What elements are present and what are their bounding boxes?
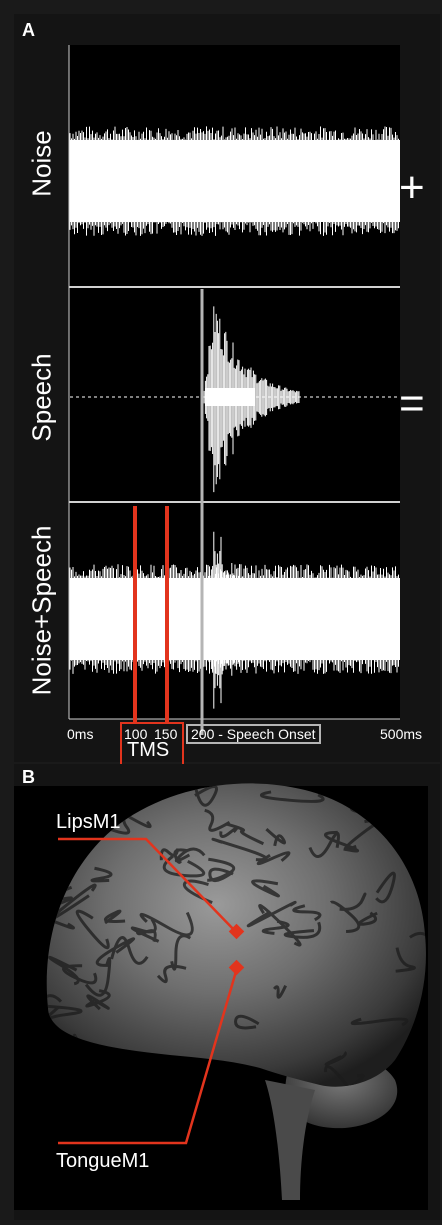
tongue-m1-label: TongueM1 <box>56 1150 150 1172</box>
speech-core <box>205 388 255 406</box>
sulcus <box>84 956 112 997</box>
brain-stem <box>265 1080 315 1200</box>
sulcus <box>357 911 378 926</box>
sulcus <box>395 947 416 973</box>
sulcus <box>234 1014 260 1030</box>
sulcus <box>246 900 297 928</box>
sulcus <box>409 931 426 972</box>
sulcus <box>219 826 239 839</box>
sulcus <box>159 848 180 861</box>
sulcus <box>46 994 63 1027</box>
mix-waveform <box>69 531 400 709</box>
sulcus <box>256 851 291 866</box>
sulcus <box>350 1017 409 1027</box>
gyri <box>46 783 426 1087</box>
sulcus <box>194 785 218 807</box>
sulcus <box>273 984 288 999</box>
sulcus <box>329 900 361 934</box>
tongue-marker <box>228 959 245 976</box>
panel-a-letter: A <box>22 20 35 40</box>
waveform-plot <box>68 45 400 735</box>
sulcus <box>46 903 75 930</box>
sulcus <box>103 909 126 925</box>
sulcus <box>62 964 98 985</box>
sulcus <box>339 892 367 911</box>
sulcus <box>130 918 160 943</box>
sulcus <box>208 867 234 882</box>
sulcus <box>324 1065 363 1087</box>
panel-b-letter: B <box>22 767 35 787</box>
lips-m1-label: LipsM1 <box>56 811 121 833</box>
sulcus <box>259 790 325 803</box>
sulcus <box>261 919 290 935</box>
sulcus <box>283 921 322 939</box>
tms-tick-150: 150 <box>154 726 178 742</box>
tms-label: TMS <box>127 739 170 761</box>
sulcus <box>156 964 187 984</box>
speech-onset-label: 200 - Speech Onset <box>186 724 321 744</box>
sulcus <box>211 837 268 862</box>
noise-waveform <box>69 126 400 236</box>
sulcus <box>251 879 281 898</box>
equals-operator: = <box>399 379 425 428</box>
speech-waveform <box>203 306 300 493</box>
tick-500ms: 500ms <box>380 726 423 742</box>
sulcus <box>265 827 287 847</box>
sulcus <box>324 1051 347 1066</box>
sulcus <box>75 909 110 950</box>
sulcus <box>46 1004 83 1034</box>
tms-tick-100: 100 <box>124 726 148 742</box>
sulcus <box>139 911 194 937</box>
sulcus <box>308 831 340 858</box>
sulcus <box>48 883 97 922</box>
lips-marker <box>228 923 245 940</box>
tick-0ms: 0ms <box>67 726 94 742</box>
sulcus <box>174 847 206 863</box>
sulcus <box>110 936 149 965</box>
sulcus <box>95 937 136 967</box>
sulcus <box>162 854 206 878</box>
sulcus <box>375 871 396 904</box>
sulcus <box>204 808 231 832</box>
plus-operator: + <box>399 163 425 212</box>
sulcus <box>90 866 113 883</box>
sulcus <box>258 904 302 947</box>
sulcus <box>315 1073 365 1087</box>
sulcus <box>292 904 322 922</box>
tongue-pointer-line <box>58 967 239 1145</box>
sulcus <box>182 879 213 904</box>
lips-pointer-line <box>58 837 238 934</box>
sulcus <box>170 934 192 971</box>
sulcus <box>324 830 360 853</box>
sulcus <box>86 994 110 1011</box>
sulcus <box>48 955 80 986</box>
